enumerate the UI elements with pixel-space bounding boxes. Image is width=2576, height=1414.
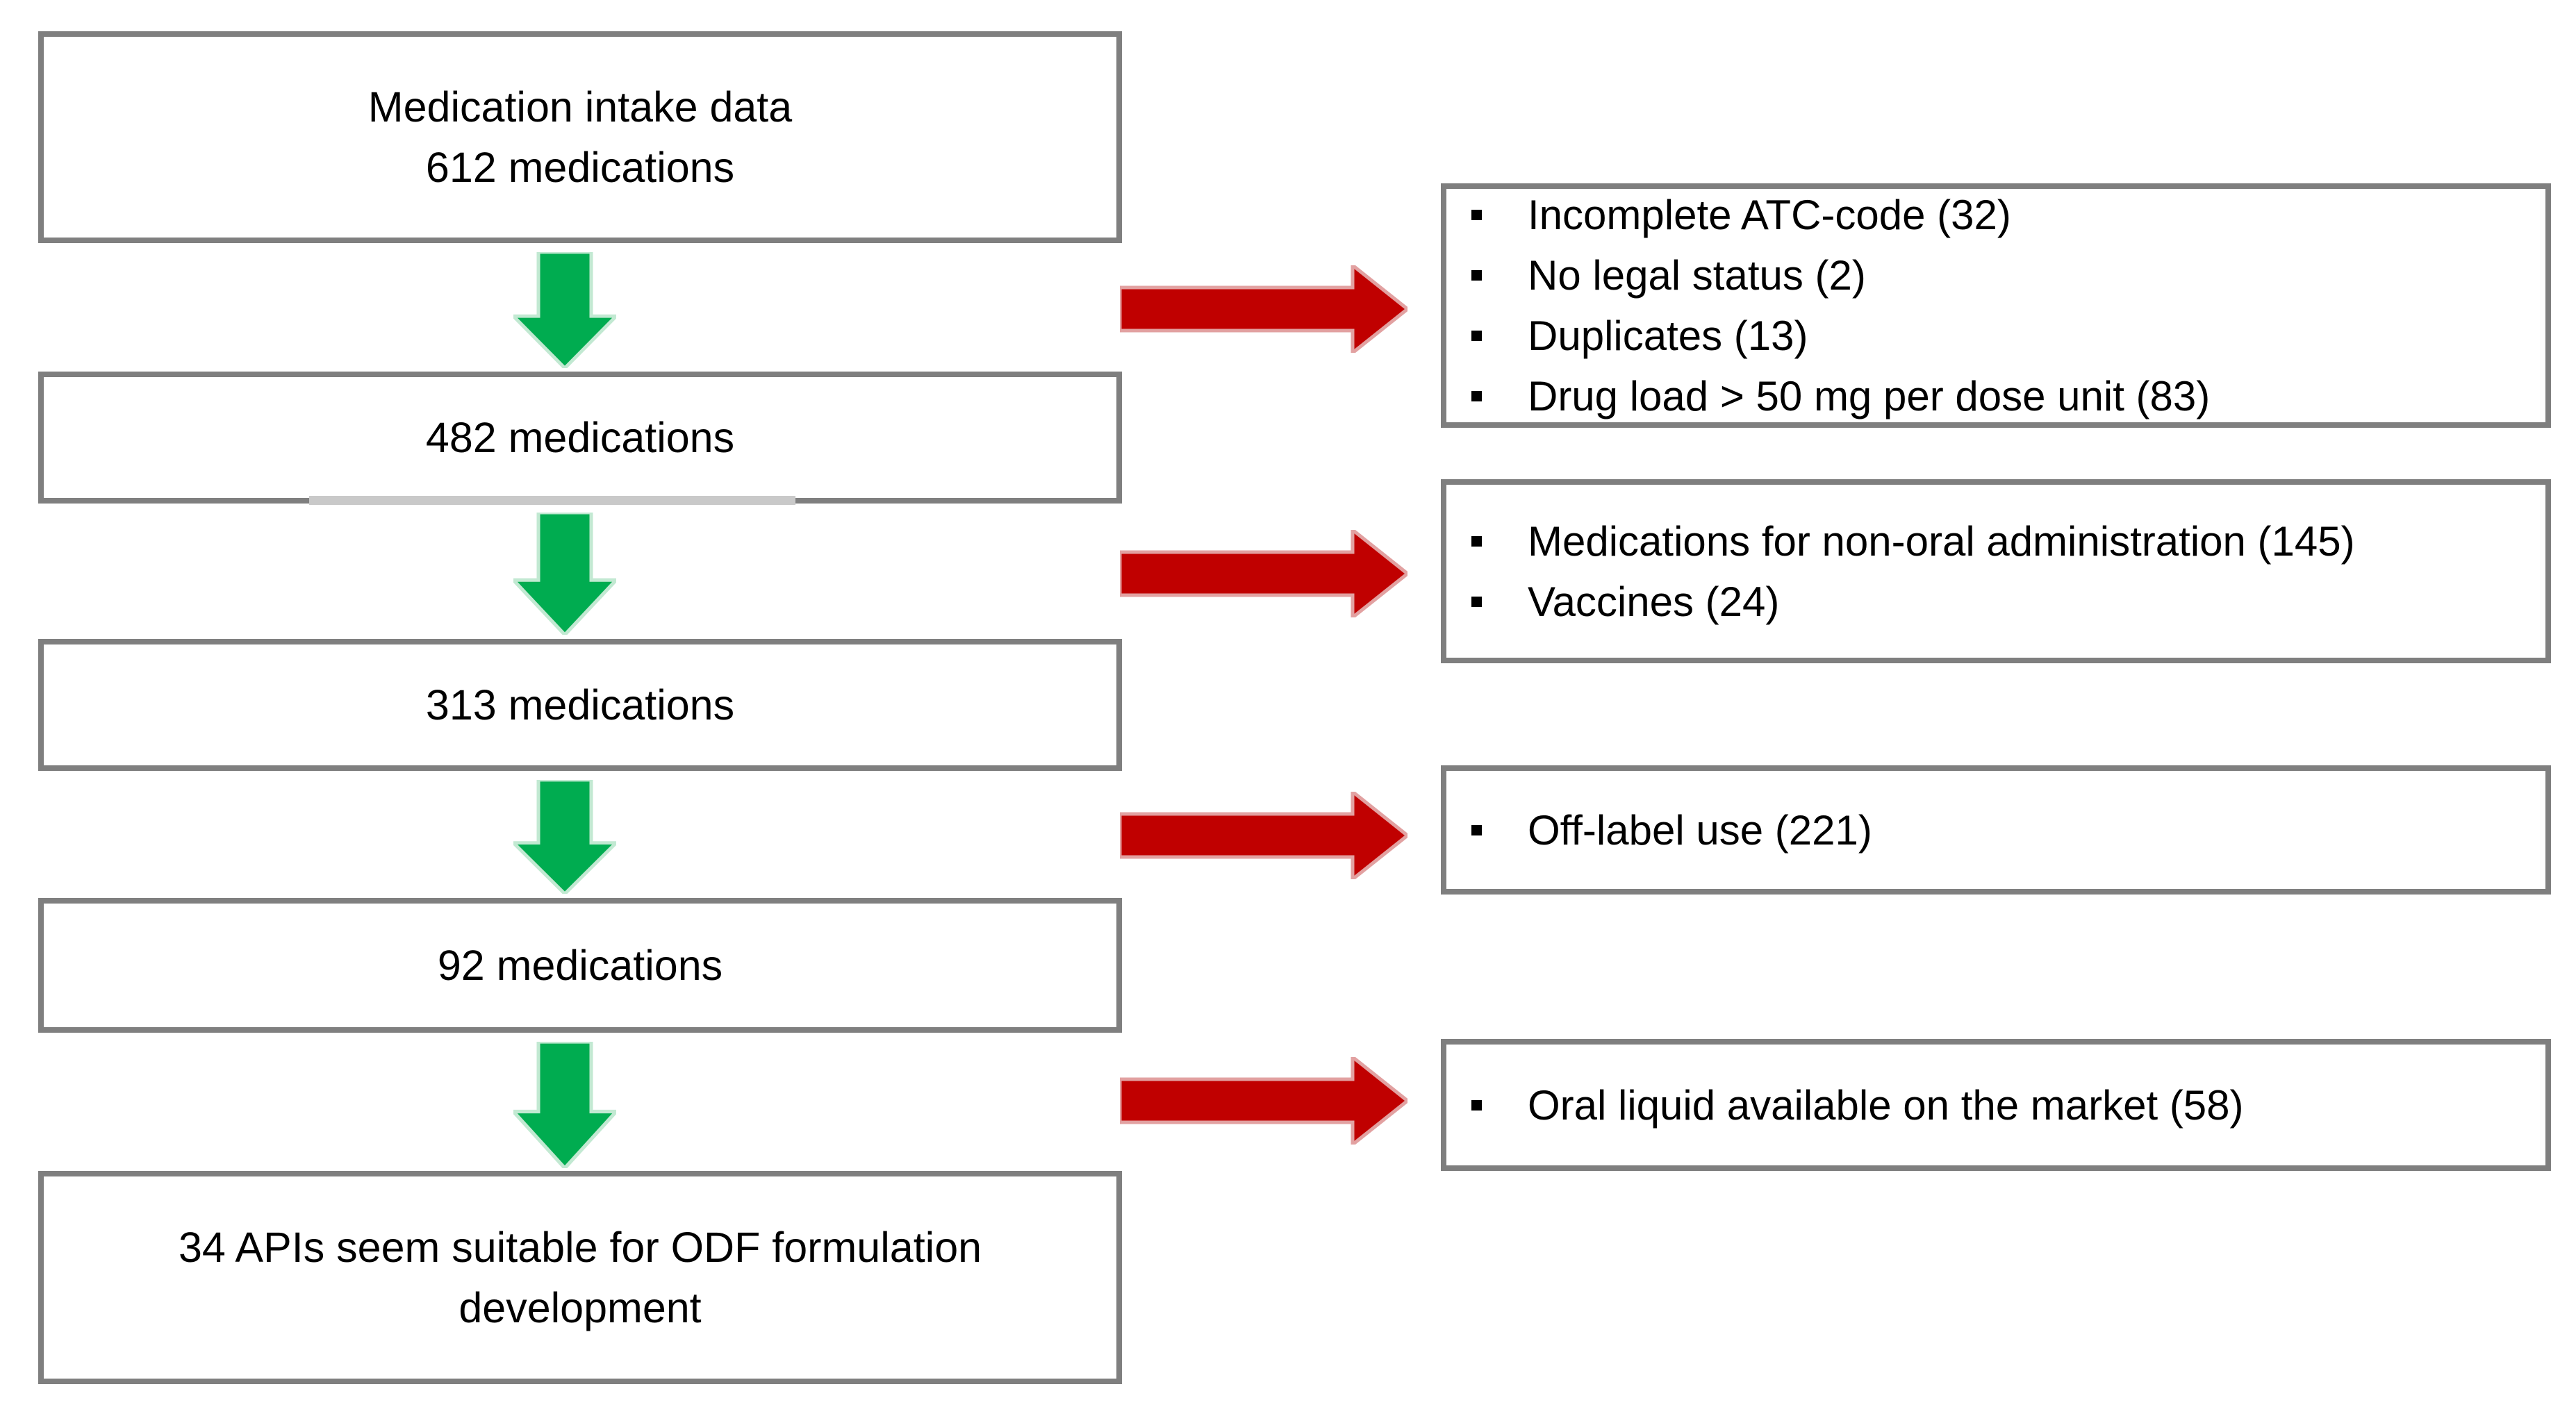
flow-box-medication-intake: Medication intake data 612 medications — [38, 31, 1122, 243]
exclusion-list: Off-label use (221) — [1446, 800, 2545, 860]
list-item: Drug load > 50 mg per dose unit (83) — [1446, 366, 2545, 426]
bullet-icon — [1471, 391, 1482, 401]
list-item: Vaccines (24) — [1446, 572, 2545, 632]
bullet-icon — [1471, 535, 1482, 547]
bullet-icon — [1471, 270, 1482, 281]
down-arrow-icon — [513, 513, 616, 635]
exclusion-text: Medications for non-oral administration … — [1528, 517, 2355, 565]
exclusion-box-1: Incomplete ATC-code (32) No legal status… — [1441, 183, 2551, 428]
exclusion-text: Incomplete ATC-code (32) — [1528, 192, 2011, 238]
exclusion-text: Off-label use (221) — [1528, 806, 1872, 854]
list-item: No legal status (2) — [1446, 245, 2545, 306]
list-item: Incomplete ATC-code (32) — [1446, 185, 2545, 245]
list-item: Medications for non-oral administration … — [1446, 511, 2545, 572]
flow-box-line: 34 APIs seem suitable for ODF formulatio… — [178, 1223, 982, 1271]
exclusion-text: Oral liquid available on the market (58) — [1528, 1081, 2244, 1129]
bullet-icon — [1471, 824, 1482, 835]
bullet-icon — [1471, 210, 1482, 220]
exclusion-box-2: Medications for non-oral administration … — [1441, 479, 2551, 663]
list-item: Oral liquid available on the market (58) — [1446, 1075, 2545, 1136]
flow-box-line: 313 medications — [425, 681, 735, 729]
right-arrow-icon — [1120, 265, 1407, 353]
bullet-icon — [1471, 1099, 1482, 1111]
bullet-icon — [1471, 331, 1482, 341]
exclusion-box-3: Off-label use (221) — [1441, 765, 2551, 895]
exclusion-box-4: Oral liquid available on the market (58) — [1441, 1039, 2551, 1171]
flow-box-line: Medication intake data — [368, 83, 793, 131]
down-arrow-icon — [513, 252, 616, 368]
flow-box-line: 482 medications — [425, 413, 735, 461]
right-arrow-icon — [1120, 530, 1407, 617]
down-arrow-icon — [513, 1042, 616, 1168]
flow-box-line: 92 medications — [437, 941, 723, 989]
exclusion-text: Vaccines (24) — [1528, 578, 1780, 625]
list-item: Duplicates (13) — [1446, 306, 2545, 366]
flow-box-34-apis: 34 APIs seem suitable for ODF formulatio… — [38, 1171, 1122, 1384]
right-arrow-icon — [1120, 792, 1407, 879]
exclusion-list: Oral liquid available on the market (58) — [1446, 1075, 2545, 1136]
exclusion-text: Duplicates (13) — [1528, 313, 1808, 359]
exclusion-list: Incomplete ATC-code (32) No legal status… — [1446, 185, 2545, 426]
flow-box-line: 612 medications — [425, 143, 735, 191]
exclusion-list: Medications for non-oral administration … — [1446, 511, 2545, 632]
down-arrow-icon — [513, 780, 616, 894]
faded-border-artifact — [309, 496, 795, 505]
flow-box-92-medications: 92 medications — [38, 898, 1122, 1033]
list-item: Off-label use (221) — [1446, 800, 2545, 860]
flow-box-313-medications: 313 medications — [38, 639, 1122, 771]
flow-box-line: development — [459, 1283, 702, 1331]
exclusion-text: Drug load > 50 mg per dose unit (83) — [1528, 373, 2211, 419]
right-arrow-icon — [1120, 1057, 1407, 1145]
exclusion-text: No legal status (2) — [1528, 252, 1866, 299]
bullet-icon — [1471, 596, 1482, 607]
flow-box-482-medications: 482 medications — [38, 372, 1122, 504]
